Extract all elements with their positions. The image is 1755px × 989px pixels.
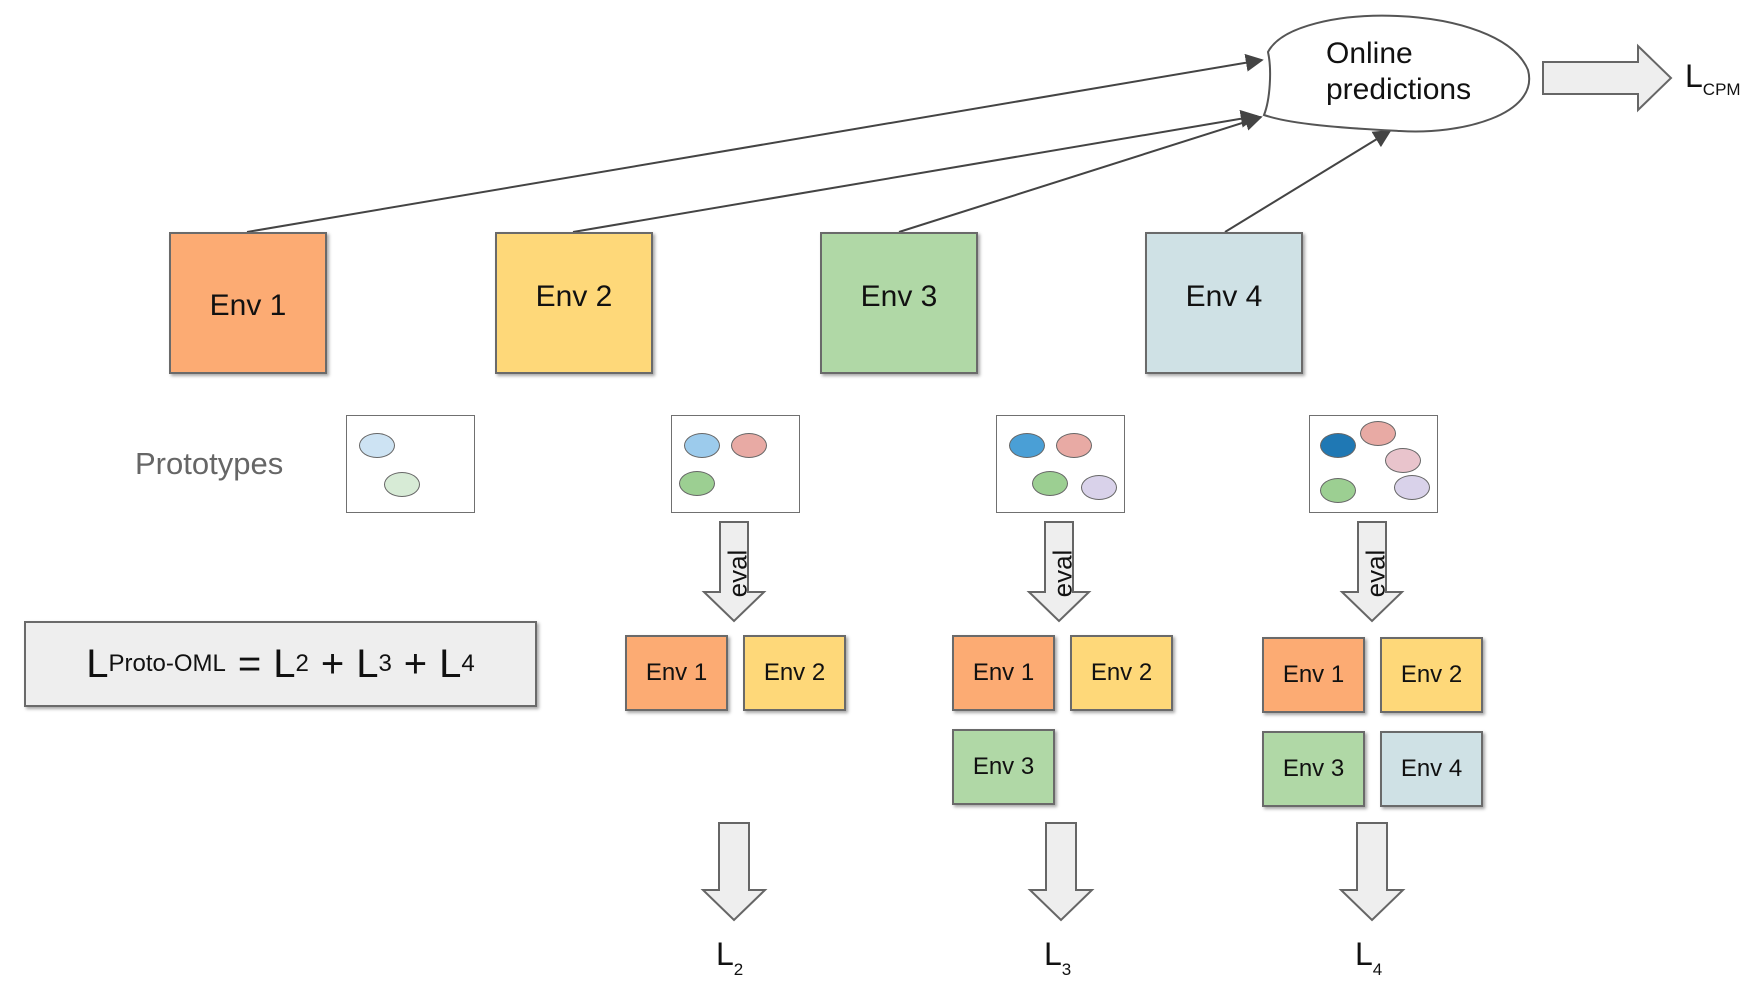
prototype-blue xyxy=(684,433,720,458)
prototype-lavender xyxy=(1081,475,1117,500)
prototypes-box-env2 xyxy=(671,415,800,513)
formula-term3: L xyxy=(439,641,462,686)
prototype-red xyxy=(731,433,767,458)
eval3-env2-box: Env 2 xyxy=(1070,635,1173,711)
eval4-env2-box: Env 2 xyxy=(1380,637,1483,713)
arrow-env4-to-predictions xyxy=(1224,130,1392,233)
prototypes-label: Prototypes xyxy=(135,446,284,481)
eval4-env4-box: Env 4 xyxy=(1380,731,1483,807)
eval3-env1-box: Env 1 xyxy=(952,635,1055,711)
eval4-env4-label: Env 4 xyxy=(1400,755,1463,782)
online-predictions-bubble xyxy=(1262,14,1531,133)
online-predictions-text: Online predictions xyxy=(1326,36,1471,108)
arrow-env3-to-predictions xyxy=(898,113,1263,233)
arrow-env1-to-predictions xyxy=(246,53,1264,233)
prototypes-box-env4 xyxy=(1309,415,1438,513)
loss-l2-main: L xyxy=(716,936,734,972)
eval-label-env3: eval xyxy=(1047,549,1078,598)
prototype-red xyxy=(1360,421,1396,446)
formula-plus2: + xyxy=(403,641,428,686)
eval3-env3-label: Env 3 xyxy=(972,753,1035,780)
loss-cpm-sub: CPM xyxy=(1702,80,1741,99)
formula-term1-sub: 2 xyxy=(295,650,309,677)
eval-arrow-env2 xyxy=(701,521,767,623)
formula-equals: = xyxy=(237,641,262,686)
eval2-env2-label: Env 2 xyxy=(763,659,826,686)
loss-l2: L2 xyxy=(716,936,743,980)
env3-box: Env 3 xyxy=(820,232,978,374)
env4-box: Env 4 xyxy=(1145,232,1303,374)
eval2-env1-label: Env 1 xyxy=(645,659,708,686)
loss-l4: L4 xyxy=(1355,936,1382,980)
env4-label: Env 4 xyxy=(1185,280,1263,313)
loss-l3-main: L xyxy=(1044,936,1062,972)
env2-label: Env 2 xyxy=(535,280,613,313)
down-arrow-l2 xyxy=(700,822,768,922)
env3-label: Env 3 xyxy=(860,280,938,313)
eval4-env1-box: Env 1 xyxy=(1262,637,1365,713)
prototype-pink xyxy=(1385,448,1421,473)
eval2-env2-box: Env 2 xyxy=(743,635,846,711)
formula-term1: L xyxy=(273,641,296,686)
formula-lhs: L xyxy=(86,641,109,686)
loss-l4-main: L xyxy=(1355,936,1373,972)
eval3-env1-label: Env 1 xyxy=(972,659,1035,686)
eval4-env3-box: Env 3 xyxy=(1262,731,1365,807)
arrow-env2-to-predictions xyxy=(572,109,1259,233)
down-arrow-l3 xyxy=(1027,822,1095,922)
online-predictions-line1: Online xyxy=(1326,37,1413,70)
block-arrow-to-lcpm xyxy=(1542,43,1673,113)
prototypes-box-env1 xyxy=(346,415,475,513)
eval-arrow-env3 xyxy=(1026,521,1092,623)
prototype-blue xyxy=(359,433,395,458)
formula-term2: L xyxy=(356,641,379,686)
prototypes-box-env3 xyxy=(996,415,1125,513)
prototype-lavender xyxy=(1394,475,1430,500)
eval3-env3-box: Env 3 xyxy=(952,729,1055,805)
loss-cpm: LCPM xyxy=(1685,58,1741,100)
formula-lhs-sub: Proto-OML xyxy=(108,650,226,677)
loss-l3: L3 xyxy=(1044,936,1071,980)
formula-term3-sub: 4 xyxy=(461,650,475,677)
prototype-blue xyxy=(1009,433,1045,458)
loss-l3-sub: 3 xyxy=(1061,960,1072,979)
prototype-green xyxy=(384,472,420,497)
loss-cpm-main: L xyxy=(1685,58,1703,94)
eval4-env3-label: Env 3 xyxy=(1282,755,1345,782)
env1-label: Env 1 xyxy=(209,289,287,322)
prototype-green xyxy=(1032,471,1068,496)
eval4-env2-label: Env 2 xyxy=(1400,661,1463,688)
eval-arrow-env4 xyxy=(1339,521,1405,623)
formula-term2-sub: 3 xyxy=(378,650,392,677)
prototype-red xyxy=(1056,433,1092,458)
prototype-navy xyxy=(1320,433,1356,458)
eval-label-env2: eval xyxy=(722,549,753,598)
eval4-env1-label: Env 1 xyxy=(1282,661,1345,688)
env2-box: Env 2 xyxy=(495,232,653,374)
loss-l4-sub: 4 xyxy=(1372,960,1383,979)
eval3-env2-label: Env 2 xyxy=(1090,659,1153,686)
online-predictions-line2: predictions xyxy=(1326,73,1472,106)
loss-l2-sub: 2 xyxy=(733,960,744,979)
prototype-green xyxy=(679,471,715,496)
eval-label-env4: eval xyxy=(1360,549,1391,598)
prototype-green xyxy=(1320,478,1356,503)
env1-box: Env 1 xyxy=(169,232,327,374)
eval2-env1-box: Env 1 xyxy=(625,635,728,711)
down-arrow-l4 xyxy=(1338,822,1406,922)
formula-plus1: + xyxy=(320,641,345,686)
